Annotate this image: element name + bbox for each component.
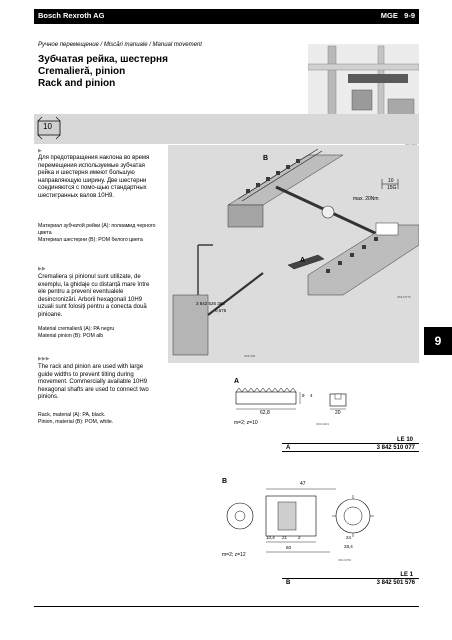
order-table-a: LE 10 A 3 842 510 077 xyxy=(282,437,419,452)
page-title: Зубчатая рейка, шестерня Cremalieră, pin… xyxy=(38,54,168,90)
rack-h2: 4 xyxy=(310,393,313,398)
pinion-d3: 2 xyxy=(298,535,301,540)
pinion-d2: 21 xyxy=(282,535,288,540)
ru-marker: ▶ xyxy=(38,148,42,154)
rack-h1: 9 xyxy=(302,393,305,398)
title-en: Rack and pinion xyxy=(38,78,116,89)
photo-tag: 3K17200 xyxy=(404,142,417,146)
chapter-tab: 9 xyxy=(424,327,452,355)
drawing-a-label: A xyxy=(234,378,240,385)
text-en: The rack and pinion are used with large … xyxy=(38,364,149,401)
pinion-d6: 28,4 xyxy=(344,544,353,549)
badge-value: 10 xyxy=(43,122,52,131)
rack-tag: 3K0-9401 xyxy=(316,422,330,426)
en-marker: ▶▶▶ xyxy=(38,356,50,362)
diagram-tag-2: 3K8-M770 xyxy=(397,295,411,299)
hex-top: 10 xyxy=(388,178,394,184)
order-b-key: B xyxy=(286,580,291,586)
materials-ru: Материал зубчатой рейки (A): полиамид че… xyxy=(38,223,156,243)
hex-bot: 15G xyxy=(387,185,397,191)
materials-en: Rack, material (A): PA, black. Pinion, m… xyxy=(38,412,114,425)
label-b: B xyxy=(263,155,269,162)
order-a-key: A xyxy=(286,445,291,451)
rack-length: 62,8 xyxy=(260,410,270,416)
product-photo: 3K17200 xyxy=(307,44,420,146)
pinion-d4: 60 xyxy=(286,545,292,550)
diagram-tag-1: 3K8-WR xyxy=(244,354,256,358)
page-number: MGE 9-9 xyxy=(380,11,415,20)
bottom-rule xyxy=(34,606,419,607)
order-table-b: LE 1 B 3 842 501 576 xyxy=(282,572,419,586)
breadcrumb: Ручное перемещение / Miscări manuale / M… xyxy=(38,42,202,48)
rack-drawing: A 62,8 20 9 4 m=2; z=10 3K0-9401 xyxy=(230,378,360,430)
profile-size-icon xyxy=(37,116,61,140)
pinion-d5: 24 xyxy=(346,535,352,540)
part-sub: 0,675 xyxy=(215,308,227,313)
order-a-number: 3 842 510 077 xyxy=(376,445,415,451)
pinion-d1: 10,4 xyxy=(266,535,275,540)
text-ru: Для предотвращения наклона во время пере… xyxy=(38,155,150,199)
text-ro: Cremaliera și pinionul sunt utilizate, d… xyxy=(38,274,150,318)
order-b-number: 3 842 501 576 xyxy=(376,580,415,586)
ro-marker: ▶▶ xyxy=(38,266,46,272)
order-a-header: LE 10 xyxy=(282,437,419,444)
pinion-drawing: B 47 10,4 21 2 60 24 28,4 m=2; z=12 3K0-… xyxy=(218,478,378,566)
materials-ro: Material cremalieră (A): PA negru Materi… xyxy=(38,326,115,339)
drawing-b-label: B xyxy=(222,478,228,485)
assembly-diagram: B A max. 20Nm 10 15G 3 842 526 368 0,675… xyxy=(168,145,420,363)
pinion-module: m=2; z=12 xyxy=(222,552,246,558)
section-banner xyxy=(34,114,419,144)
order-b-header: LE 1 xyxy=(282,572,419,579)
pinion-tag: 3K0-9700 xyxy=(338,558,352,562)
label-a: A xyxy=(300,257,306,264)
page-header: Bosch Rexroth AG MGE 9-9 xyxy=(34,9,419,24)
pinion-width-top: 47 xyxy=(300,481,306,487)
torque-label: max. 20Nm xyxy=(353,196,379,202)
rack-module: m=2; z=10 xyxy=(234,420,258,426)
title-ru: Зубчатая рейка, шестерня xyxy=(38,54,168,65)
company-name: Bosch Rexroth AG xyxy=(38,11,105,20)
part-number: 3 842 526 368 xyxy=(196,301,225,306)
rack-width: 20 xyxy=(335,410,341,416)
width-badge: 10 xyxy=(36,115,62,141)
title-ro: Cremalieră, pinion xyxy=(38,66,126,77)
